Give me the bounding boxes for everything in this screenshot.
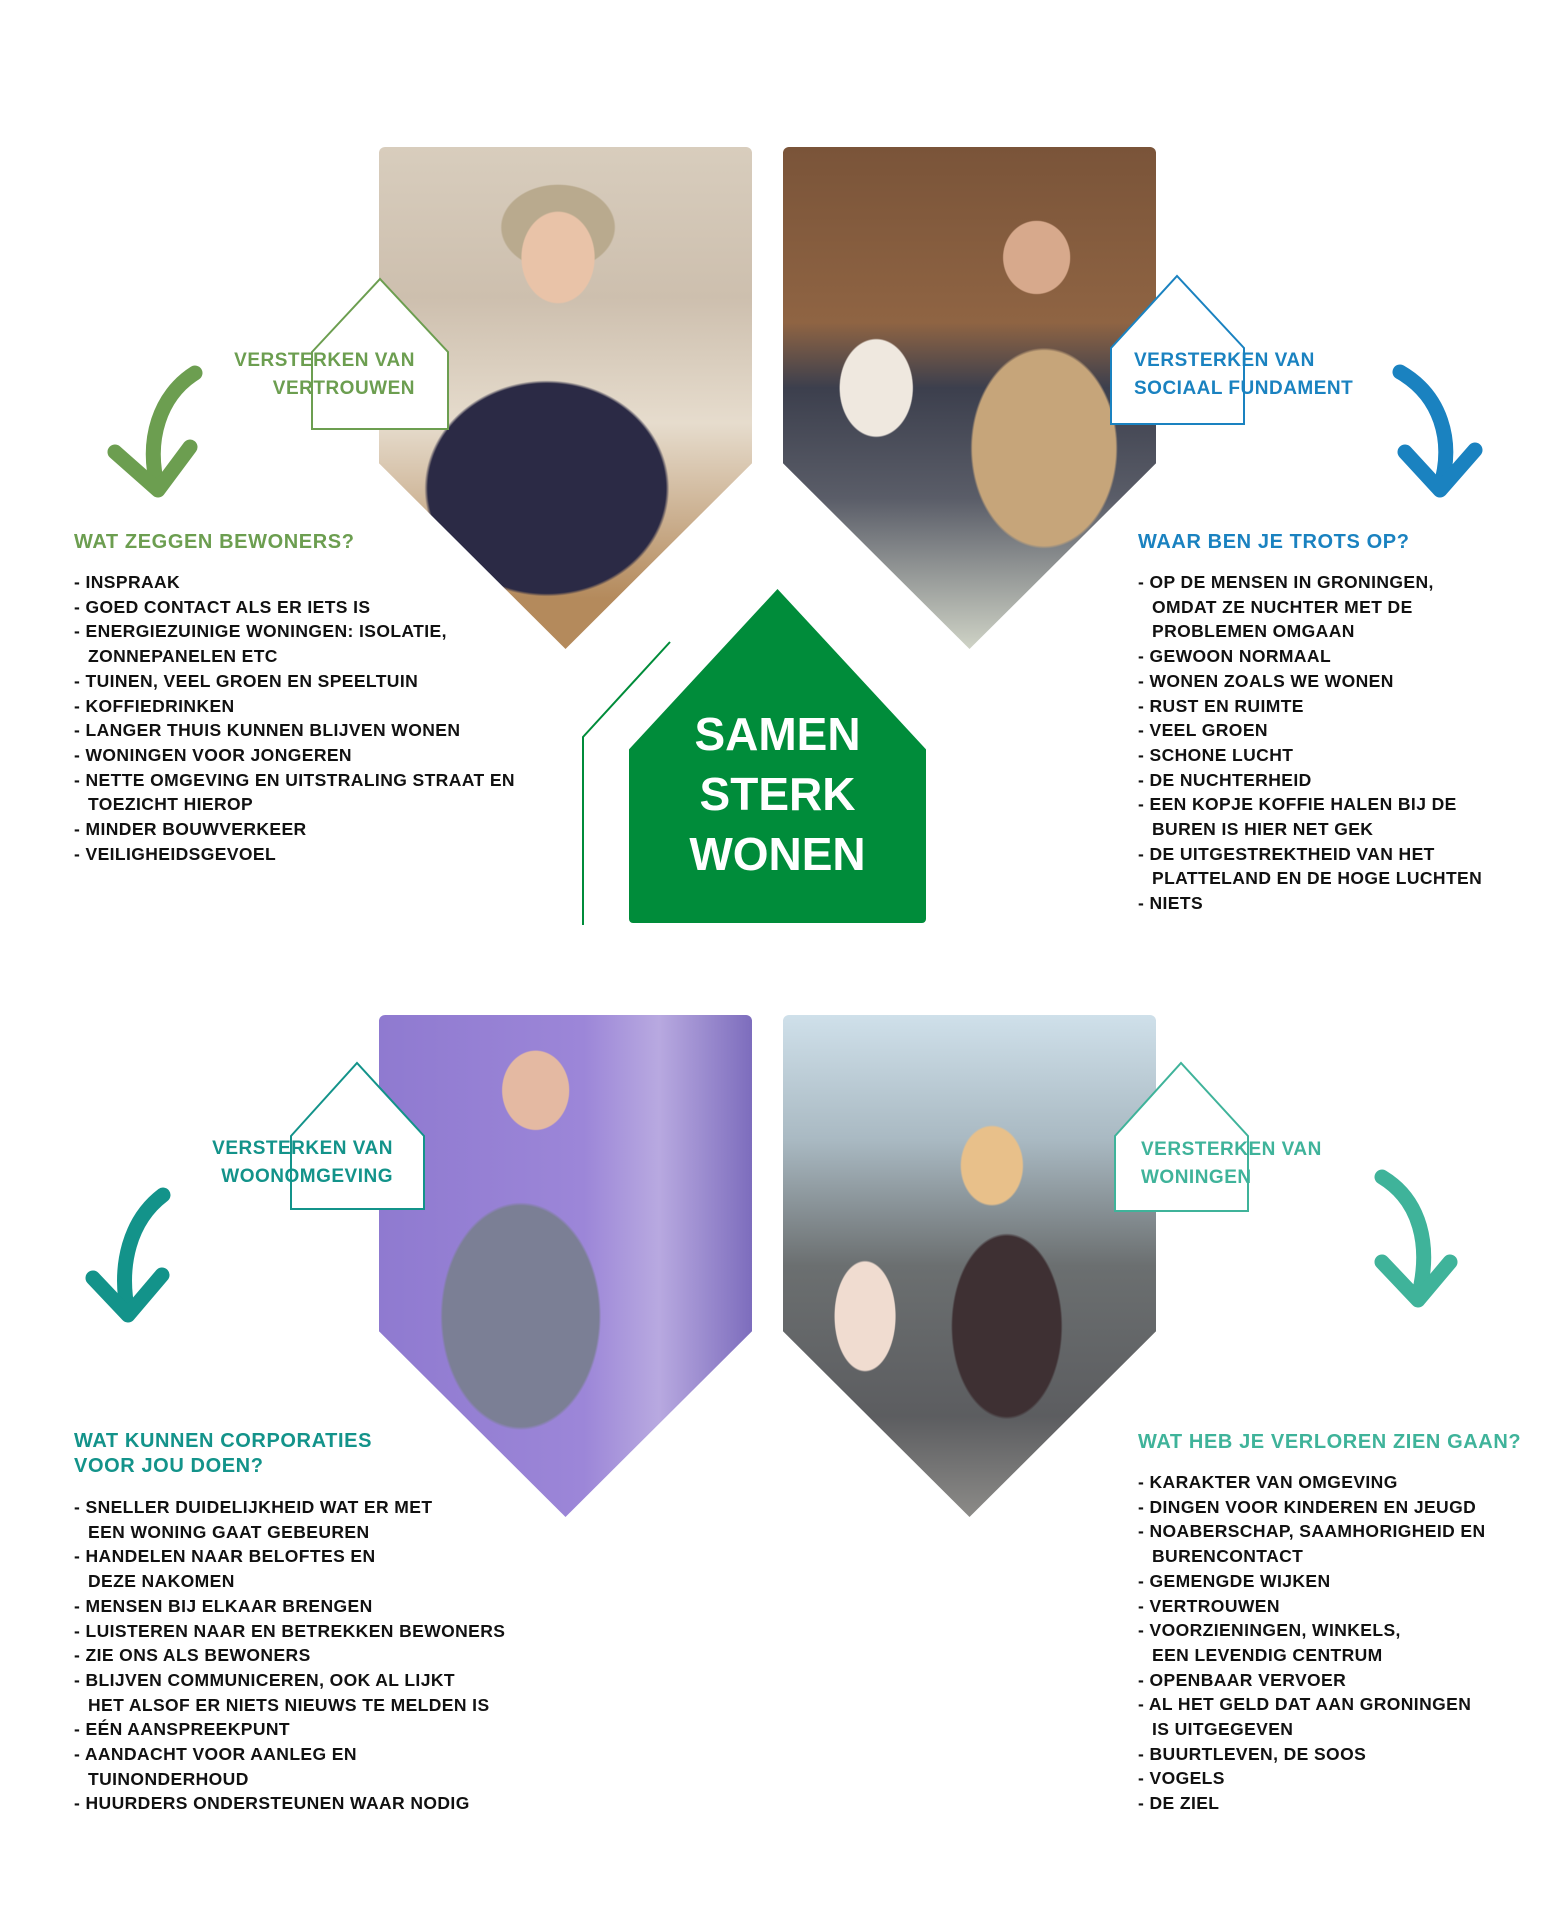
list-item: RUST EN RUIMTE (1138, 694, 1482, 719)
list-item: MENSEN BIJ ELKAAR BRENGEN (74, 1594, 505, 1619)
list-item: VEILIGHEIDSGEVOEL (74, 842, 515, 867)
list-item: SCHONE LUCHT (1138, 743, 1482, 768)
heading-waar-ben-je-trots-op: WAAR BEN JE TROTS OP? (1138, 530, 1410, 555)
list-item: OP DE MENSEN IN GRONINGEN, OMDAT ZE NUCH… (1138, 570, 1482, 644)
heading-line: WAAR BEN JE TROTS OP? (1138, 531, 1410, 553)
list-item: GOED CONTACT ALS ER IETS IS (74, 595, 515, 620)
list-item: ZIE ONS ALS BEWONERS (74, 1643, 505, 1668)
list-item: ENERGIEZUINIGE WONINGEN: ISOLATIE, ZONNE… (74, 619, 515, 668)
list-bewoners: INSPRAAKGOED CONTACT ALS ER IETS ISENERG… (74, 570, 515, 866)
heading-wat-heb-je-verloren: WAT HEB JE VERLOREN ZIEN GAAN? (1138, 1430, 1521, 1455)
heading-line: WAT HEB JE VERLOREN ZIEN GAAN? (1138, 1431, 1522, 1453)
list-item: GEWOON NORMAAL (1138, 644, 1482, 669)
label-line: VERSTERKEN VAN (1134, 350, 1315, 371)
list-item: VOGELS (1138, 1766, 1486, 1791)
center-title-line: SAMEN (694, 708, 861, 760)
list-item: INSPRAAK (74, 570, 515, 595)
label-vertrouwen: VERSTERKEN VAN VERTROUWEN (234, 347, 415, 403)
list-item: GEMENGDE WIJKEN (1138, 1569, 1486, 1594)
heading-line: WAT KUNNEN CORPORATIES (74, 1430, 373, 1452)
list-item: DINGEN VOOR KINDEREN EN JEUGD (1138, 1495, 1486, 1520)
heading-wat-kunnen-corporaties: WAT KUNNEN CORPORATIES VOOR JOU DOEN? (74, 1429, 372, 1479)
list-item: KOFFIEDRINKEN (74, 694, 515, 719)
list-item: HUURDERS ONDERSTEUNEN WAAR NODIG (74, 1791, 505, 1816)
list-item: LUISTEREN NAAR EN BETREKKEN BEWONERS (74, 1619, 505, 1644)
arrow-down-right-icon (1374, 1169, 1458, 1308)
list-item: SNELLER DUIDELIJKHEID WAT ER MET EEN WON… (74, 1495, 505, 1544)
list-item: WONEN ZOALS WE WONEN (1138, 669, 1482, 694)
label-line: VERTROUWEN (272, 378, 415, 399)
list-item: NIETS (1138, 891, 1482, 916)
list-item: EÉN AANSPREEKPUNT (74, 1717, 505, 1742)
label-woonomgeving: VERSTERKEN VAN WOONOMGEVING (212, 1135, 393, 1191)
center-title-line: STERK (699, 768, 856, 820)
label-line: SOCIAAL FUNDAMENT (1134, 378, 1354, 399)
list-item: BUURTLEVEN, DE SOOS (1138, 1742, 1486, 1767)
list-item: DE NUCHTERHEID (1138, 768, 1482, 793)
center-outline-line (582, 641, 671, 925)
house-outline-vertrouwen (311, 277, 449, 430)
label-line: VERSTERKEN VAN (1141, 1139, 1322, 1160)
arrow-down-left-icon (107, 365, 203, 498)
list-item: NOABERSCHAP, SAAMHORIGHEID EN BURENCONTA… (1138, 1519, 1486, 1568)
list-verloren: KARAKTER VAN OMGEVINGDINGEN VOOR KINDERE… (1138, 1470, 1486, 1816)
arrow-down-left-icon (85, 1187, 171, 1323)
heading-line: VOOR JOU DOEN? (74, 1455, 264, 1477)
heading-line: WAT ZEGGEN BEWONERS? (74, 531, 355, 553)
list-item: VERTROUWEN (1138, 1594, 1486, 1619)
list-item: VEEL GROEN (1138, 718, 1482, 743)
label-line: WONINGEN (1141, 1167, 1252, 1188)
list-item: KARAKTER VAN OMGEVING (1138, 1470, 1486, 1495)
list-item: WONINGEN VOOR JONGEREN (74, 743, 515, 768)
label-sociaal-fundament: VERSTERKEN VAN SOCIAAL FUNDAMENT (1134, 347, 1353, 403)
label-line: WOONOMGEVING (221, 1166, 393, 1187)
list-item: BLIJVEN COMMUNICEREN, OOK AL LIJKT HET A… (74, 1668, 505, 1717)
label-line: VERSTERKEN VAN (234, 350, 415, 371)
list-item: NETTE OMGEVING EN UITSTRALING STRAAT EN … (74, 768, 515, 817)
label-line: VERSTERKEN VAN (212, 1138, 393, 1159)
list-item: LANGER THUIS KUNNEN BLIJVEN WONEN (74, 718, 515, 743)
list-item: VOORZIENINGEN, WINKELS, EEN LEVENDIG CEN… (1138, 1618, 1486, 1667)
house-outline-woonomgeving (290, 1061, 425, 1210)
label-woningen: VERSTERKEN VAN WONINGEN (1141, 1136, 1322, 1192)
list-trots: OP DE MENSEN IN GRONINGEN, OMDAT ZE NUCH… (1138, 570, 1482, 916)
list-item: HANDELEN NAAR BELOFTES EN DEZE NAKOMEN (74, 1544, 505, 1593)
list-item: OPENBAAR VERVOER (1138, 1668, 1486, 1693)
list-item: DE ZIEL (1138, 1791, 1486, 1816)
center-title: SAMEN STERK WONEN (629, 704, 926, 884)
list-corporaties: SNELLER DUIDELIJKHEID WAT ER MET EEN WON… (74, 1495, 505, 1816)
heading-wat-zeggen-bewoners: WAT ZEGGEN BEWONERS? (74, 530, 355, 555)
arrow-down-right-icon (1392, 364, 1483, 498)
list-item: AANDACHT VOOR AANLEG EN TUINONDERHOUD (74, 1742, 505, 1791)
list-item: AL HET GELD DAT AAN GRONINGEN IS UITGEGE… (1138, 1692, 1486, 1741)
house-outline-sociaal (1110, 274, 1245, 425)
list-item: TUINEN, VEEL GROEN EN SPEELTUIN (74, 669, 515, 694)
list-item: MINDER BOUWVERKEER (74, 817, 515, 842)
list-item: EEN KOPJE KOFFIE HALEN BIJ DE BUREN IS H… (1138, 792, 1482, 841)
center-title-line: WONEN (689, 828, 866, 880)
house-outline-woningen (1114, 1061, 1249, 1212)
list-item: DE UITGESTREKTHEID VAN HET PLATTELAND EN… (1138, 842, 1482, 891)
